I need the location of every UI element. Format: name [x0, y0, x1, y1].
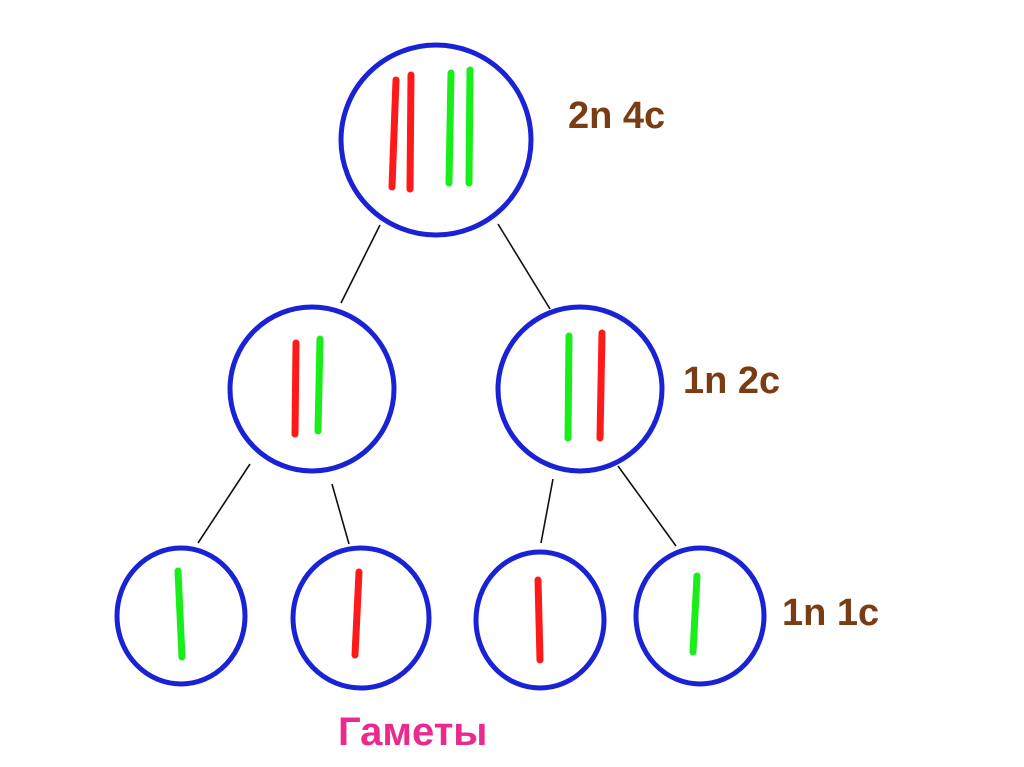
chromosome-maternal	[596, 329, 606, 442]
chromosome-maternal	[406, 71, 415, 193]
cell-gamete-2	[290, 545, 432, 691]
cells	[114, 42, 767, 691]
cell-membrane	[633, 545, 767, 687]
connector-line-3	[197, 463, 251, 544]
connector-line-2	[497, 223, 551, 310]
cell-daughter-right	[495, 304, 665, 474]
chromosome-paternal	[465, 66, 474, 187]
chromosome-maternal	[291, 339, 300, 438]
label-2n-4c: 2n 4c	[568, 95, 666, 137]
label-1n-2c: 1n 2c	[683, 360, 781, 402]
label-1n-1c: 1n 1c	[782, 592, 880, 634]
connector-line-6	[617, 465, 677, 547]
chromosome-paternal	[445, 69, 455, 187]
connector-line-4	[331, 483, 350, 545]
cell-membrane	[495, 304, 665, 474]
chromosome-paternal	[564, 332, 573, 442]
cell-membrane	[338, 42, 534, 238]
cell-membrane	[114, 545, 248, 687]
chromosome-maternal	[534, 576, 544, 664]
cell-membrane	[473, 549, 607, 691]
connector-line-1	[340, 224, 381, 304]
cell-gamete-3	[473, 549, 607, 691]
connector-line-5	[540, 478, 554, 544]
cell-membrane	[290, 545, 432, 691]
cell-parent	[338, 42, 534, 238]
chromosome-paternal	[689, 572, 701, 656]
gametes-label: Гаметы	[338, 710, 488, 754]
cell-daughter-left	[227, 304, 397, 474]
chromosome-paternal	[174, 567, 186, 661]
chromosome-maternal	[351, 568, 363, 659]
chromosome-maternal	[388, 76, 400, 191]
chromosome-paternal	[314, 335, 324, 435]
cell-gamete-4	[633, 545, 767, 687]
cell-membrane	[227, 304, 397, 474]
connector-lines	[197, 223, 677, 547]
cell-gamete-1	[114, 545, 248, 687]
